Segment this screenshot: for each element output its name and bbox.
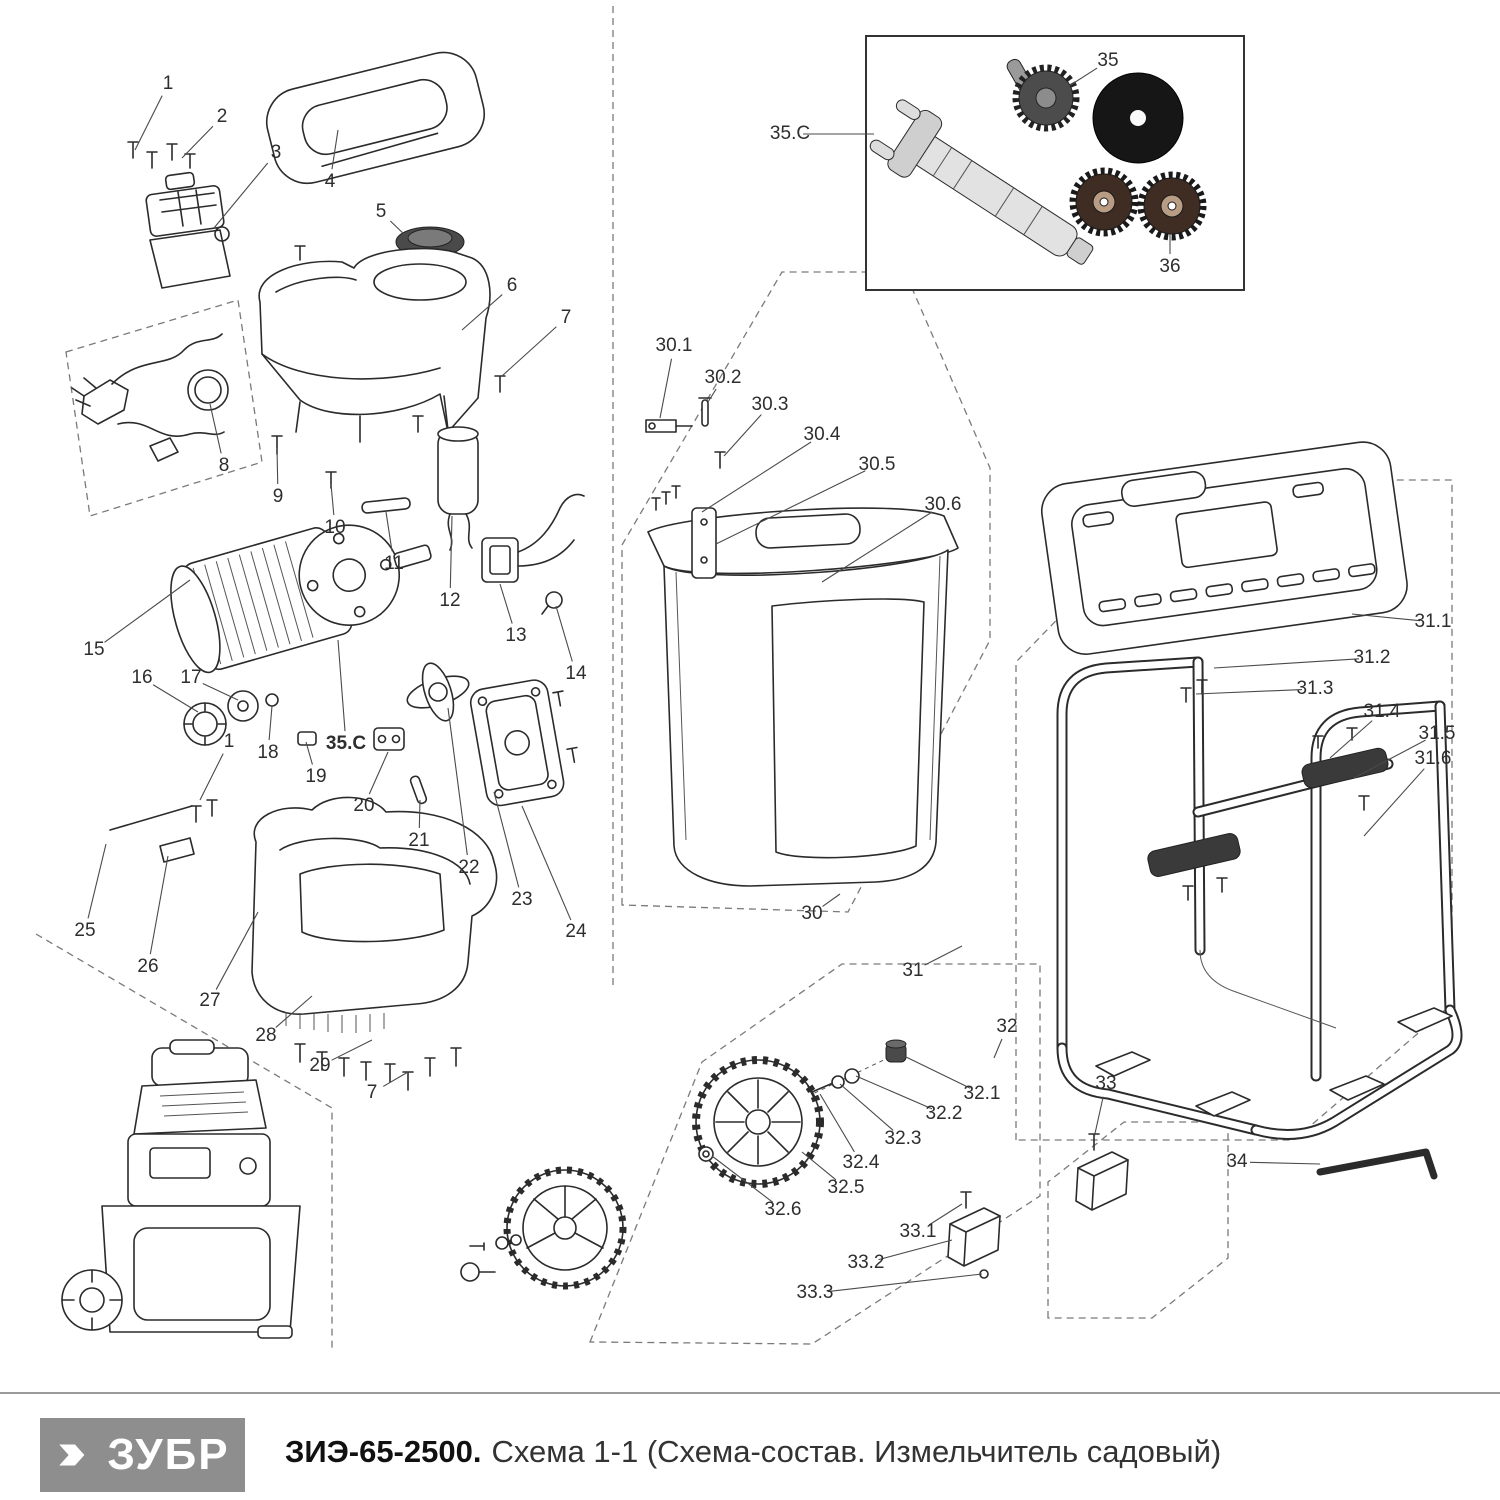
title-text: Схема 1-1 (Схема-состав. Измельчитель са… <box>491 1434 1222 1469</box>
blade-plate-drawing <box>469 679 578 807</box>
small-wheel-drawing <box>460 1166 627 1290</box>
leader-lines <box>87 67 1426 1293</box>
inset-box <box>865 35 1245 291</box>
lower-housing-drawing <box>109 796 498 1091</box>
zubr-logo: ЗУБР <box>40 1418 245 1492</box>
feet-drawing <box>947 1133 1129 1279</box>
pinion-gear-drawing <box>1006 58 1080 132</box>
bucket-drawing <box>647 507 959 887</box>
bucket-latch-parts-drawing <box>645 397 726 579</box>
shaft-drawing <box>869 99 1094 265</box>
frame-cover-drawing <box>1040 441 1408 655</box>
disc-drawing <box>1092 72 1184 164</box>
gear-a-drawing <box>1069 167 1139 237</box>
switch-13-drawing <box>481 493 585 583</box>
gear-b-drawing <box>1137 171 1207 241</box>
schema-title: ЗИЭ-65-2500. Схема 1-1 (Схема-состав. Изм… <box>285 1434 1221 1470</box>
power-cord-drawing <box>71 333 229 462</box>
frame-drawing <box>1056 656 1463 1140</box>
hex-key-drawing <box>1316 1148 1438 1180</box>
model-number: ЗИЭ-65-2500. <box>285 1434 482 1469</box>
assembled-unit-drawing <box>61 1039 301 1339</box>
impeller-drawing <box>406 662 470 722</box>
zubr-logo-icon <box>59 1444 85 1466</box>
capacitor-drawing <box>437 426 479 551</box>
motor-drawing <box>170 524 432 674</box>
switch-assembly-drawing <box>145 171 231 289</box>
logo-text: ЗУБР <box>107 1430 230 1479</box>
hopper-cover-drawing <box>127 51 485 185</box>
footer: ЗУБР ЗИЭ-65-2500. Схема 1-1 (Схема-состав… <box>0 1392 1500 1500</box>
big-wheel-drawing <box>692 1039 907 1188</box>
hopper-body-drawing <box>258 245 506 443</box>
coupler-parts-drawing <box>183 690 428 805</box>
fasteners-drawing <box>271 435 411 514</box>
clamp-14-drawing <box>541 591 563 615</box>
